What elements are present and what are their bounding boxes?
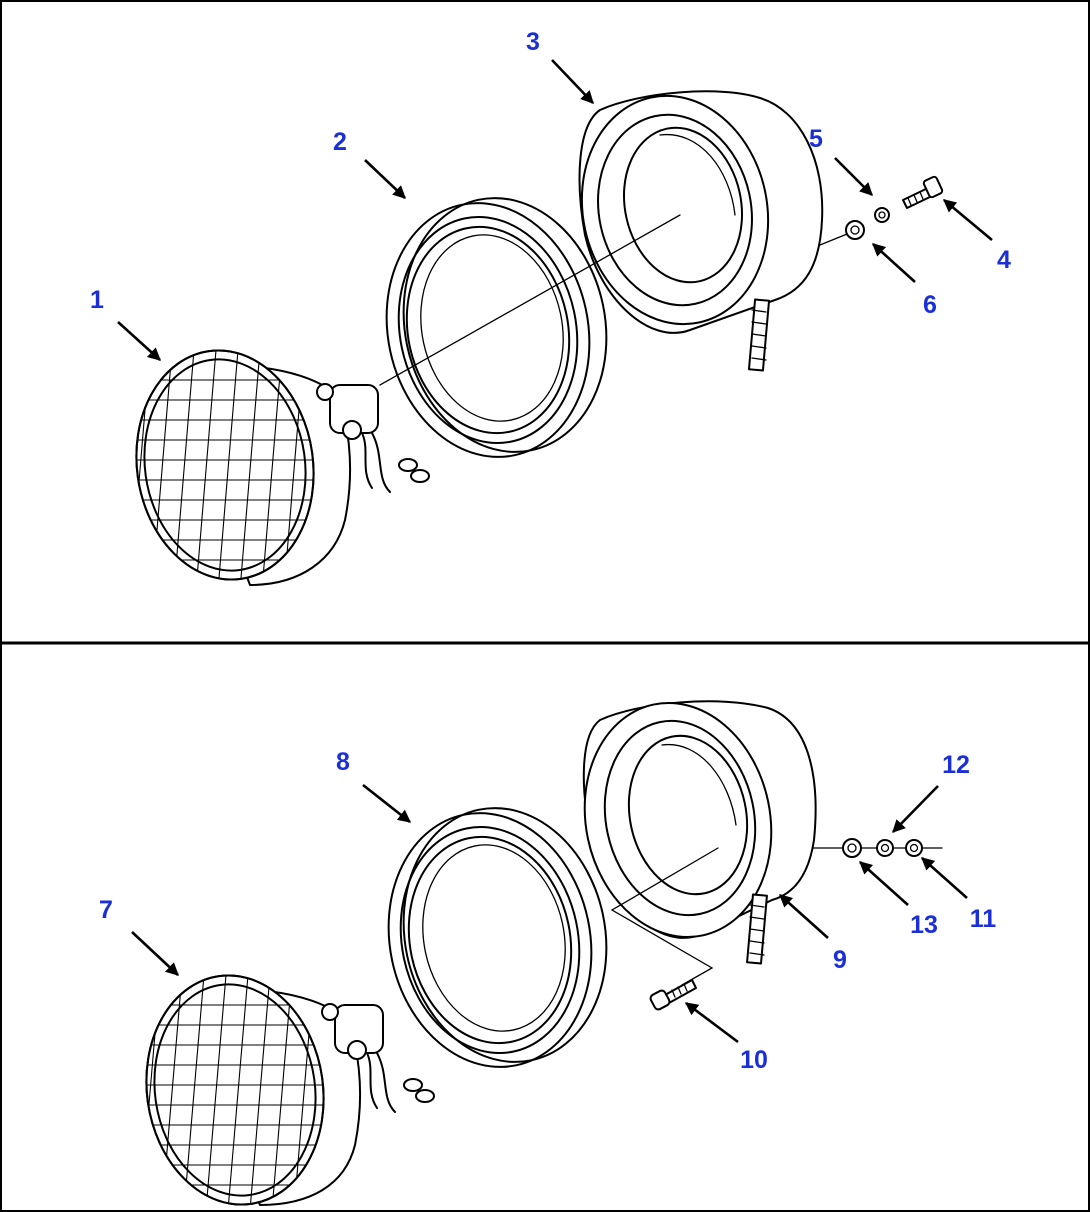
callout-6: 6 — [923, 291, 937, 319]
sealed-beam-lamp-part-1 — [129, 349, 430, 591]
washer-part-12 — [876, 839, 894, 857]
callout-10: 10 — [740, 1046, 768, 1074]
callout-4: 4 — [997, 246, 1011, 274]
bolt-part-10 — [649, 979, 697, 1011]
nut-part-6 — [845, 220, 865, 240]
mounting-hardware-bottom — [649, 838, 923, 1011]
washer-part-5 — [874, 207, 890, 223]
retaining-ring-part-8 — [387, 807, 608, 1068]
nut-part-13 — [842, 838, 862, 858]
callout-3: 3 — [526, 28, 540, 56]
callout-1: 1 — [90, 286, 104, 314]
mounting-hardware-top — [845, 175, 944, 240]
callout-5: 5 — [809, 125, 823, 153]
callout-8: 8 — [336, 748, 350, 776]
nut-part-11 — [905, 839, 923, 857]
sealed-beam-lamp-part-7 — [139, 974, 435, 1211]
callout-13: 13 — [910, 911, 938, 939]
callout-11: 11 — [970, 905, 997, 933]
top-view: 1 2 3 4 5 6 — [90, 28, 1011, 591]
retaining-ring-part-2 — [385, 197, 608, 458]
callout-9: 9 — [833, 946, 847, 974]
housing-part-9 — [582, 700, 943, 986]
callout-7: 7 — [99, 896, 113, 924]
housing-part-3 — [578, 90, 853, 372]
assembly-centerline — [379, 214, 681, 386]
callout-2: 2 — [333, 128, 347, 156]
bottom-view: 7 8 9 10 11 12 13 — [99, 700, 997, 1211]
callout-12: 12 — [942, 751, 970, 779]
bolt-part-4 — [902, 175, 944, 209]
